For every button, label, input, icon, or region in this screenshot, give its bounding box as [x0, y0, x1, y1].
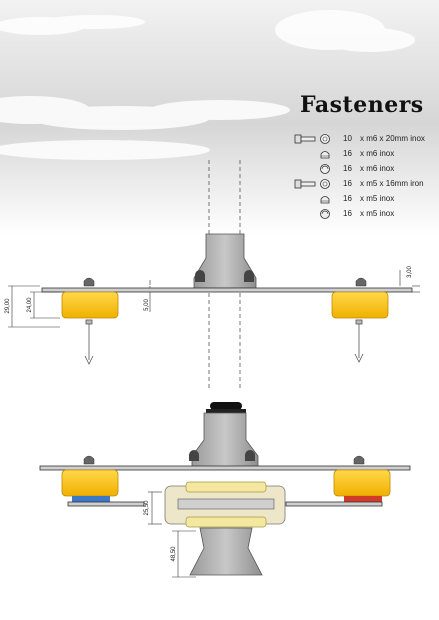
fastener-list: 10 x m6 x 20mm inox 16 x m6 inox 16 x m6… [294, 132, 439, 222]
list-item: 16 x m6 inox [294, 162, 439, 177]
list-item: 16 x m6 inox [294, 147, 439, 162]
washer-icon [320, 209, 330, 219]
qty: 16 [343, 149, 352, 158]
nut-icon [320, 151, 330, 159]
qty: 10 [343, 134, 352, 143]
qty: 16 [343, 179, 352, 188]
spec: x m5 x 16mm iron [360, 179, 424, 188]
qty: 16 [343, 164, 352, 173]
dim-assembled-height: 25,50 [144, 500, 150, 516]
base-plate [41, 287, 413, 293]
washer-icon [320, 164, 330, 174]
left-block [61, 291, 119, 319]
list-item: 16 x m5 inox [294, 207, 439, 222]
hub-lower [189, 527, 263, 576]
assembled-view [39, 402, 411, 578]
top-cap [210, 402, 242, 410]
clouds [0, 10, 415, 160]
exploded-view [8, 233, 420, 365]
bolt-and-washer-icon [294, 134, 330, 144]
list-item: 10 x m6 x 20mm inox [294, 132, 439, 147]
spec: x m6 x 20mm inox [360, 134, 425, 143]
red-pad [344, 496, 382, 502]
nut-icon [320, 196, 330, 204]
spec: x m6 inox [360, 149, 395, 158]
spec: x m6 inox [360, 164, 395, 173]
list-item: 16 x m5 x 16mm iron [294, 177, 439, 192]
dim-hub-height: 48,50 [171, 546, 177, 562]
blue-pad [72, 496, 110, 502]
spec: x m5 inox [360, 209, 395, 218]
dim-plate-thickness: 3,00 [407, 266, 413, 278]
bolt-and-washer-icon [294, 179, 330, 189]
dim-block-height: 24,00 [27, 297, 33, 313]
right-block [331, 291, 389, 319]
qty: 16 [343, 194, 352, 203]
qty: 16 [343, 209, 352, 218]
dim-total-height: 29,00 [5, 298, 11, 314]
list-item: 16 x m5 inox [294, 192, 439, 207]
spec: x m5 inox [360, 194, 395, 203]
page-title: Fasteners [300, 92, 424, 118]
dim-gap: 5,00 [144, 299, 150, 311]
